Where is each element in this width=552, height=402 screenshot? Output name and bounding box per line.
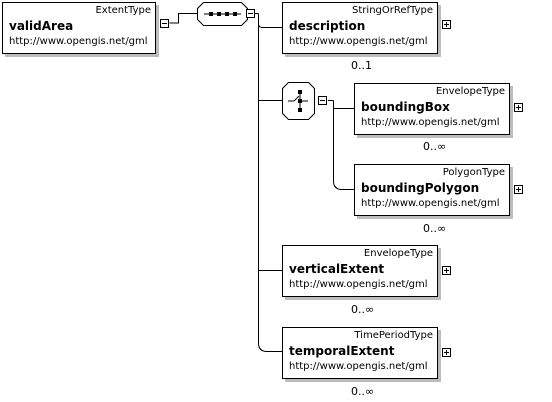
element-vertical-extent[interactable]: EnvelopeType verticalExtent http://www.o… <box>282 245 438 297</box>
namespace-label: http://www.opengis.net/gml <box>361 198 500 209</box>
element-bounding-box[interactable]: EnvelopeType boundingBox http://www.open… <box>354 83 510 135</box>
type-label: EnvelopeType <box>363 248 433 259</box>
expand-vertical-extent-button[interactable] <box>442 266 451 275</box>
cardinality-label: 0..∞ <box>423 222 447 235</box>
element-description[interactable]: StringOrRefType description http://www.o… <box>282 2 438 54</box>
connector-choice-subbus <box>333 100 354 190</box>
cardinality-label: 0..∞ <box>423 140 447 153</box>
choice-compositor-icon[interactable] <box>282 82 316 120</box>
cardinality-label: 0..∞ <box>351 303 375 316</box>
expand-bounding-polygon-button[interactable] <box>514 185 523 194</box>
collapse-sequence-button[interactable] <box>246 9 255 18</box>
cardinality-label: 0..∞ <box>351 385 375 398</box>
type-label: EnvelopeType <box>435 86 505 97</box>
choice-compositor-shape <box>282 82 315 120</box>
expand-description-button[interactable] <box>442 20 451 29</box>
connector-main-bus <box>258 13 282 352</box>
type-label: ExtentType <box>95 5 151 16</box>
element-temporal-extent[interactable]: TimePeriodType temporalExtent http://www… <box>282 327 438 379</box>
namespace-label: http://www.opengis.net/gml <box>289 279 428 290</box>
namespace-label: http://www.opengis.net/gml <box>289 361 428 372</box>
namespace-label: http://www.opengis.net/gml <box>289 36 428 47</box>
sequence-compositor-icon[interactable] <box>197 2 249 26</box>
element-name: boundingPolygon <box>361 181 480 195</box>
expand-bounding-box-button[interactable] <box>514 103 523 112</box>
type-label: TimePeriodType <box>354 330 433 341</box>
element-bounding-polygon[interactable]: PolygonType boundingPolygon http://www.o… <box>354 164 510 216</box>
root-element-box[interactable]: ExtentType validArea http://www.opengis.… <box>2 2 156 54</box>
element-name: temporalExtent <box>289 344 395 358</box>
type-label: PolygonType <box>442 167 505 178</box>
collapse-root-button[interactable] <box>160 19 169 28</box>
namespace-label: http://www.opengis.net/gml <box>9 36 148 47</box>
type-label: StringOrRefType <box>352 5 433 16</box>
cardinality-label: 0..1 <box>351 59 372 72</box>
connector-root-sequence <box>169 13 197 24</box>
element-name: validArea <box>9 19 74 33</box>
element-name: description <box>289 19 366 33</box>
namespace-label: http://www.opengis.net/gml <box>361 117 500 128</box>
collapse-choice-button[interactable] <box>318 96 327 105</box>
connector-description <box>258 23 282 28</box>
element-name: verticalExtent <box>289 262 385 276</box>
element-name: boundingBox <box>361 100 450 114</box>
sequence-compositor-shape <box>197 2 248 26</box>
expand-temporal-extent-button[interactable] <box>442 348 451 357</box>
